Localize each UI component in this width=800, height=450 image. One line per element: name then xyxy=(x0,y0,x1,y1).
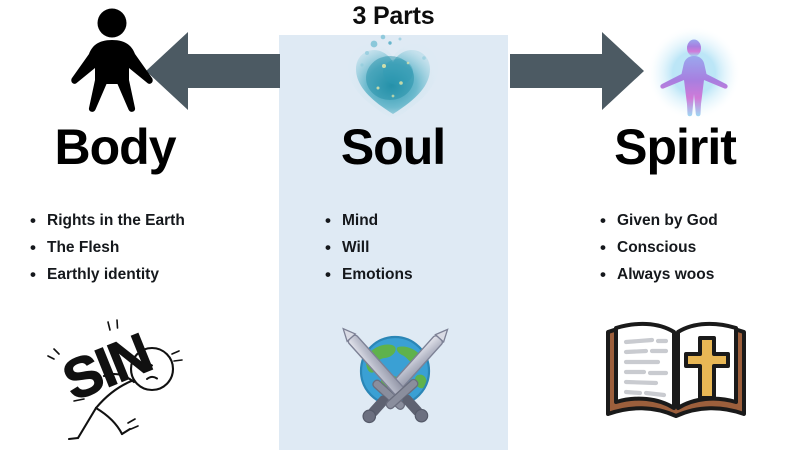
list-item: Mind xyxy=(325,207,413,234)
column-heading-body: Body xyxy=(54,119,177,175)
open-bible-with-cross-icon xyxy=(600,310,752,426)
earth-globe-with-crossed-swords-icon xyxy=(322,327,468,437)
list-item: Given by God xyxy=(600,207,718,234)
svg-text:SIN: SIN xyxy=(54,321,159,412)
stick-figure-carrying-sin-burden-icon: SIN xyxy=(22,312,204,441)
list-item: Will xyxy=(325,234,413,261)
arrow-left-soul-to-body xyxy=(146,32,280,110)
column-heading-soul: Soul xyxy=(340,119,446,175)
black-human-pictogram-icon xyxy=(62,8,162,114)
list-item: Emotions xyxy=(325,261,413,288)
bullet-list-body: Rights in the Earth The Flesh Earthly id… xyxy=(30,207,185,288)
arrow-right-soul-to-spirit xyxy=(510,32,644,110)
page-title: 3 Parts xyxy=(352,2,435,30)
list-item: Conscious xyxy=(600,234,718,261)
list-item: Rights in the Earth xyxy=(30,207,185,234)
bullet-list-soul: Mind Will Emotions xyxy=(325,207,413,288)
list-item: The Flesh xyxy=(30,234,185,261)
glowing-spirit-figure-icon xyxy=(640,24,748,122)
blue-watercolor-heart-blob-icon xyxy=(338,28,448,126)
list-item: Always woos xyxy=(600,261,718,288)
bullet-list-spirit: Given by God Conscious Always woos xyxy=(600,207,718,288)
list-item: Earthly identity xyxy=(30,261,185,288)
column-heading-spirit: Spirit xyxy=(614,119,737,175)
